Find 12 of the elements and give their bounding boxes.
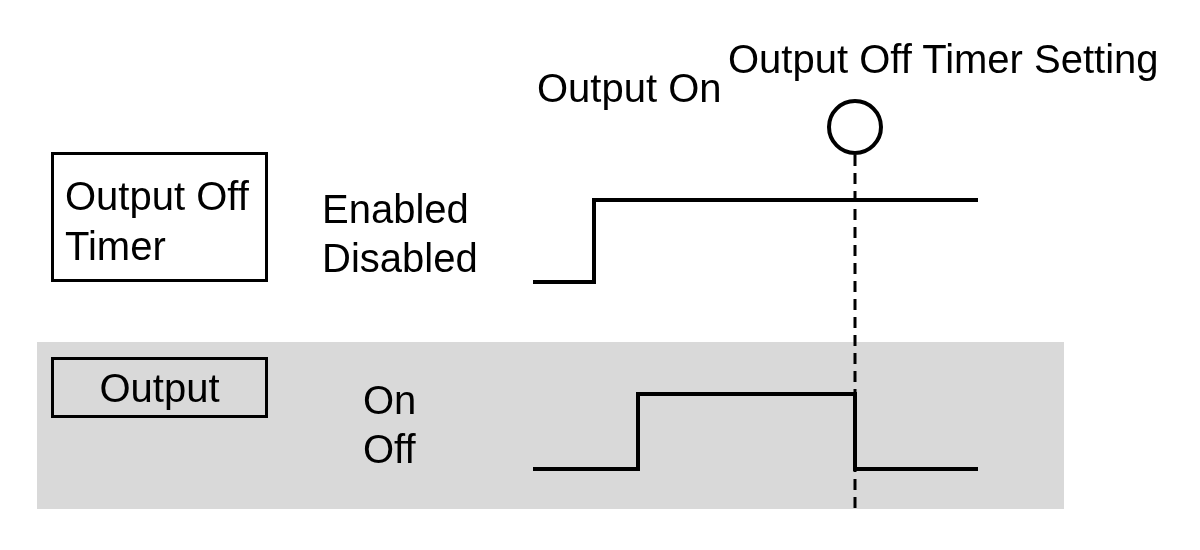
label-box <box>51 152 268 282</box>
shaded-band <box>37 342 1064 509</box>
state-label: On <box>363 380 417 420</box>
box-label: Output Off Timer <box>65 173 250 270</box>
box-label: Output <box>99 367 220 408</box>
dashed-line <box>853 155 857 509</box>
state-label: Off <box>363 429 416 469</box>
event-label: Output On <box>537 68 722 108</box>
label-box <box>51 357 268 418</box>
state-label: Enabled <box>322 189 469 229</box>
marker-label: Output Off Timer Setting <box>728 39 1159 79</box>
state-label: Disabled <box>322 238 478 278</box>
